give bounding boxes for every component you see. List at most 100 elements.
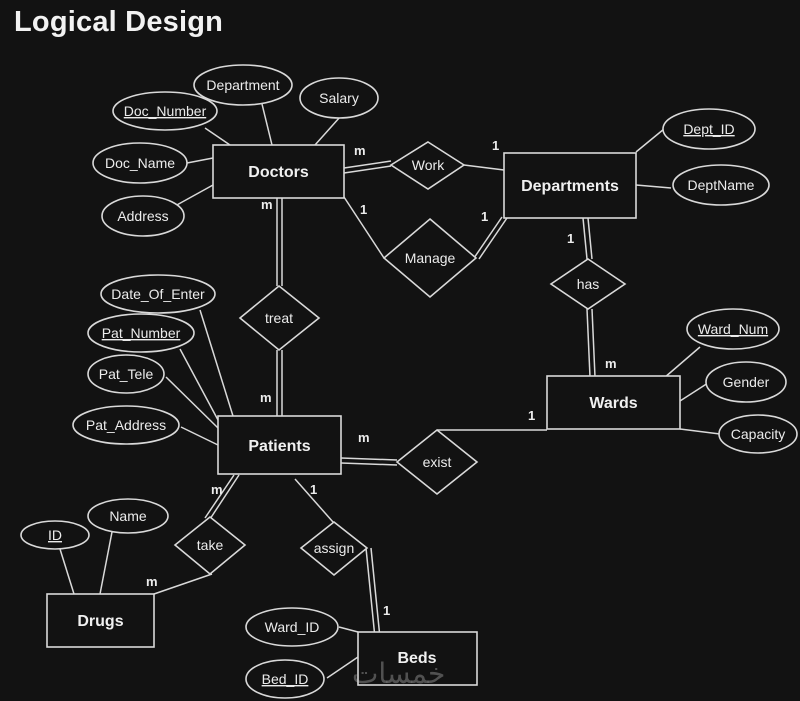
connector-ward-id [338, 626, 359, 633]
connector-drug-id [59, 548, 75, 595]
attribute-doc-number-label: Doc_Number [124, 103, 207, 119]
connector-capacity [679, 428, 721, 435]
connector-take-drugs [153, 573, 213, 595]
relationship-treat-label: treat [265, 310, 293, 326]
cardinality-departments-has: 1 [567, 231, 574, 246]
relationship-work[interactable]: Work [389, 141, 466, 190]
connector-departments-has-a [582, 217, 588, 260]
attribute-capacity[interactable]: Capacity [718, 414, 798, 454]
attribute-dept-id-label: Dept_ID [683, 121, 734, 137]
cardinality-patients-take: m [211, 482, 223, 497]
relationship-has[interactable]: has [549, 258, 627, 310]
connector-patients-take-b [209, 474, 240, 520]
cardinality-doctors-work: m [354, 143, 366, 158]
page-title: Logical Design [14, 6, 224, 38]
connector-gender [679, 382, 709, 402]
connector-doctors-work-a [343, 160, 392, 169]
entity-departments-label: Departments [521, 178, 619, 195]
connectors [59, 103, 721, 679]
connector-manage-departments-a [473, 216, 503, 259]
watermark: خمسات [352, 657, 446, 690]
relationship-take[interactable]: take [173, 515, 247, 576]
connector-assign-beds-a [365, 547, 376, 639]
entity-beds[interactable]: Beds [357, 631, 478, 686]
attribute-dept-id[interactable]: Dept_ID [662, 108, 756, 150]
cardinality-doctors-treat: m [261, 197, 273, 212]
entity-doctors-label: Doctors [248, 164, 309, 181]
attribute-ward-id-label: Ward_ID [265, 619, 320, 635]
attribute-deptname[interactable]: DeptName [672, 164, 770, 206]
connector-dept-id [635, 128, 665, 153]
attribute-doc-number[interactable]: Doc_Number [112, 91, 218, 131]
attribute-drug-id[interactable]: ID [20, 520, 90, 550]
attribute-pat-address[interactable]: Pat_Address [72, 405, 180, 445]
connector-assign-beds-b [370, 547, 381, 639]
attribute-address[interactable]: Address [101, 195, 185, 237]
connector-has-wards-a [586, 308, 591, 378]
connector-pat-tele [165, 376, 219, 429]
connector-doc-number [204, 127, 231, 146]
entity-doctors[interactable]: Doctors [212, 144, 345, 199]
relationship-treat[interactable]: treat [238, 284, 321, 352]
relationship-has-label: has [577, 276, 600, 292]
attribute-bed-id[interactable]: Bed_ID [245, 659, 325, 699]
relationship-manage-label: Manage [405, 250, 456, 266]
cardinality-doctors-manage: 1 [360, 202, 367, 217]
attribute-gender[interactable]: Gender [705, 361, 787, 403]
relationship-assign-label: assign [314, 540, 354, 556]
connector-patients-exist-b [340, 462, 398, 466]
connector-doc-name [186, 157, 214, 164]
attribute-bed-id-label: Bed_ID [262, 671, 309, 687]
connector-pat-address [180, 426, 219, 446]
connector-patients-assign [294, 478, 334, 523]
connector-departments-has-b [587, 217, 593, 260]
connector-department [261, 103, 273, 146]
attribute-salary-label: Salary [319, 90, 359, 106]
entity-drugs-label: Drugs [77, 613, 123, 630]
entity-wards-label: Wards [589, 395, 637, 412]
connector-salary [314, 116, 341, 146]
entity-departments[interactable]: Departments [503, 152, 637, 219]
relationship-assign[interactable]: assign [299, 520, 369, 577]
cardinality-departments-manage: 1 [481, 209, 488, 224]
entity-patients[interactable]: Patients [217, 415, 342, 475]
attribute-drug-name[interactable]: Name [87, 498, 169, 534]
attribute-department-label: Department [206, 77, 279, 93]
attribute-ward-num[interactable]: Ward_Num [686, 308, 780, 350]
attribute-pat-number[interactable]: Pat_Number [87, 313, 195, 353]
connector-manage-departments-b [478, 217, 508, 260]
attribute-drug-name-label: Name [109, 508, 147, 524]
attribute-pat-address-label: Pat_Address [86, 417, 166, 433]
connector-doctors-manage [343, 196, 385, 259]
entity-wards[interactable]: Wards [546, 375, 681, 430]
connector-ward-num [663, 346, 701, 379]
connector-drug-name [99, 531, 113, 595]
connector-pat-number [179, 348, 219, 421]
cardinality-wards-exist: 1 [528, 408, 535, 423]
cardinality-labels: m 1 1 1 m m 1 m m 1 m m 1 1 [146, 138, 617, 618]
attribute-deptname-label: DeptName [688, 177, 755, 193]
entity-drugs[interactable]: Drugs [46, 593, 155, 648]
entity-patients-label: Patients [248, 438, 310, 455]
attribute-pat-number-label: Pat_Number [102, 325, 181, 341]
connector-has-wards-b [591, 308, 596, 378]
connector-bed-id [326, 656, 359, 679]
relationship-manage[interactable]: Manage [382, 217, 478, 299]
relationship-exist-label: exist [423, 454, 452, 470]
cardinality-patients-assign: 1 [310, 482, 317, 497]
attribute-date-of-enter-label: Date_Of_Enter [111, 286, 205, 302]
connector-work-departments [463, 164, 505, 171]
attribute-doc-name[interactable]: Doc_Name [92, 142, 188, 184]
relationship-exist[interactable]: exist [395, 428, 479, 496]
attribute-ward-id[interactable]: Ward_ID [245, 607, 339, 647]
attribute-date-of-enter[interactable]: Date_Of_Enter [100, 274, 216, 314]
entity-beds-label: Beds [397, 650, 436, 667]
connector-patients-exist-a [340, 457, 398, 461]
cardinality-wards-has: m [605, 356, 617, 371]
attribute-ward-num-label: Ward_Num [698, 321, 768, 337]
attribute-salary[interactable]: Salary [299, 77, 379, 119]
attribute-department[interactable]: Department [193, 64, 293, 106]
attribute-pat-tele[interactable]: Pat_Tele [87, 354, 165, 394]
relationship-take-label: take [197, 537, 224, 553]
